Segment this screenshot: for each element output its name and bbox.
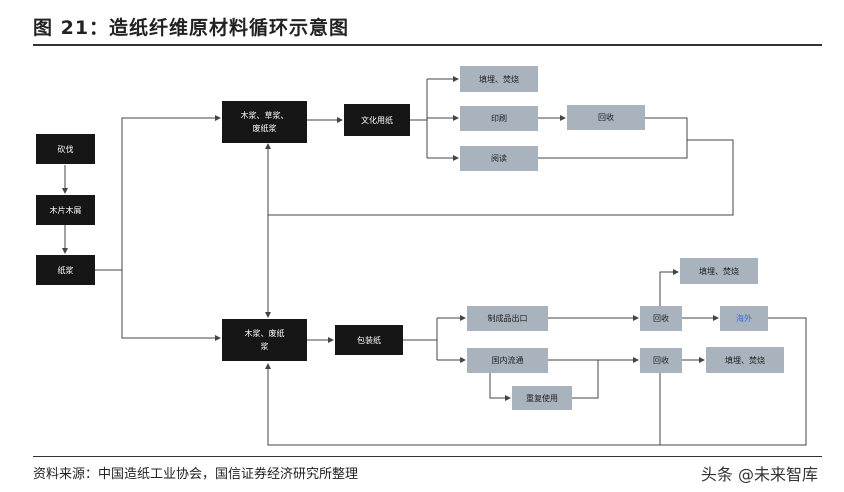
node-recycle-low: 回收 bbox=[640, 348, 682, 373]
node-pulp: 纸浆 bbox=[36, 255, 95, 285]
watermark: 头条 @未来智库 bbox=[700, 465, 818, 484]
node-landfill-low: 填埋、焚烧 bbox=[706, 347, 784, 373]
node-landfill-top: 填埋、焚烧 bbox=[460, 66, 538, 92]
edge-recyclemid-landfill bbox=[659, 269, 679, 308]
source-note: 资料来源：中国造纸工业协会，国信证券经济研究所整理 bbox=[33, 467, 359, 482]
node-wood: 砍伐 bbox=[36, 134, 95, 164]
edge-return-bottom bbox=[265, 317, 807, 446]
node-pulp-top: 木浆、草浆、 废纸浆 bbox=[222, 101, 307, 143]
node-reading: 阅读 bbox=[460, 146, 538, 171]
node-blue: 海外 bbox=[720, 306, 768, 331]
svg-text:海外: 海外 bbox=[736, 313, 752, 323]
svg-text:回收: 回收 bbox=[598, 112, 614, 122]
svg-text:回收: 回收 bbox=[653, 355, 669, 365]
svg-text:浆: 浆 bbox=[261, 341, 269, 351]
svg-text:文化用纸: 文化用纸 bbox=[361, 115, 393, 125]
node-reuse: 重复使用 bbox=[512, 386, 572, 410]
node-domestic: 国内流通 bbox=[467, 348, 548, 373]
svg-text:砍伐: 砍伐 bbox=[58, 144, 74, 154]
edge-domestic-reuse bbox=[489, 370, 511, 401]
node-recycle-top: 回收 bbox=[567, 105, 645, 130]
node-woodchips: 木片木屑 bbox=[36, 195, 95, 225]
node-print: 印刷 bbox=[460, 106, 538, 131]
title-divider bbox=[33, 44, 822, 46]
figure-title: 图 21：造纸纤维原材料循环示意图 bbox=[33, 17, 350, 39]
edge-pulp-bottom bbox=[121, 270, 221, 341]
svg-text:填埋、焚烧: 填埋、焚烧 bbox=[699, 266, 739, 276]
svg-text:废纸浆: 废纸浆 bbox=[253, 123, 277, 133]
node-pulp-bottom: 木浆、废纸 浆 bbox=[222, 319, 307, 361]
svg-text:木浆、废纸: 木浆、废纸 bbox=[245, 328, 285, 338]
svg-text:制成品出口: 制成品出口 bbox=[488, 313, 528, 323]
node-recycle-mid: 回收 bbox=[640, 306, 682, 331]
edge-pulp-top bbox=[95, 115, 221, 271]
svg-text:国内流通: 国内流通 bbox=[492, 355, 524, 365]
svg-text:印刷: 印刷 bbox=[491, 114, 507, 123]
node-landfill-mid: 填埋、焚烧 bbox=[680, 258, 758, 284]
svg-text:纸浆: 纸浆 bbox=[58, 265, 74, 275]
source-divider bbox=[33, 456, 822, 457]
svg-text:木浆、草浆、: 木浆、草浆、 bbox=[241, 110, 289, 120]
svg-text:重复使用: 重复使用 bbox=[526, 393, 558, 403]
svg-text:包装纸: 包装纸 bbox=[357, 335, 381, 345]
node-cultural-paper: 文化用纸 bbox=[344, 104, 410, 136]
node-packaging-paper: 包装纸 bbox=[335, 325, 403, 355]
svg-text:回收: 回收 bbox=[653, 313, 669, 323]
edge-reuse-return bbox=[572, 360, 599, 399]
svg-text:木片木屑: 木片木屑 bbox=[50, 205, 82, 215]
svg-text:阅读: 阅读 bbox=[491, 153, 507, 163]
node-export: 制成品出口 bbox=[467, 306, 548, 331]
edge-recycle-reading bbox=[538, 117, 688, 159]
svg-text:填埋、焚烧: 填埋、焚烧 bbox=[479, 74, 519, 84]
svg-text:填埋、焚烧: 填埋、焚烧 bbox=[725, 355, 765, 365]
edge-return-top bbox=[268, 139, 734, 216]
